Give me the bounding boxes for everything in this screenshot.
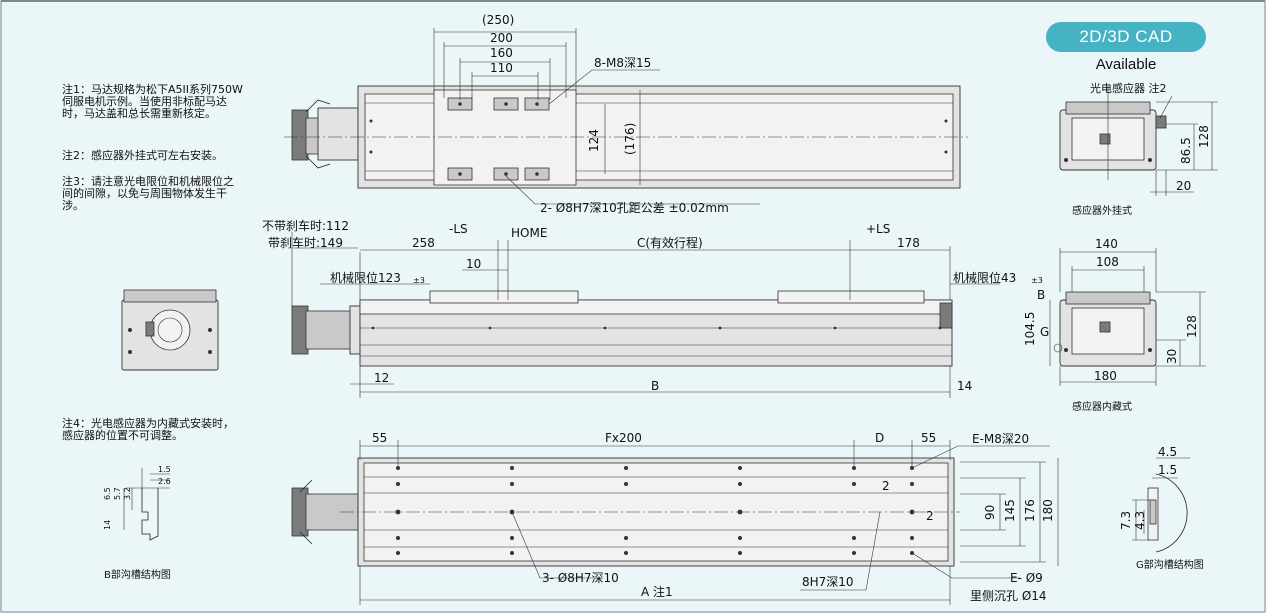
- dim-b-2-6: 2.6: [158, 477, 171, 486]
- pin-note: 2- Ø8H7深10孔距公差 ±0.02mm: [540, 201, 729, 215]
- e-m8-label: E-M8深20: [972, 432, 1029, 446]
- dim-fx200: Fx200: [605, 431, 642, 445]
- dim-10: 10: [466, 257, 481, 271]
- dim-176: 176: [1023, 499, 1037, 522]
- detail-g-caption: G部沟槽结构图: [1136, 558, 1204, 571]
- mech-limit-right: 机械限位43: [953, 270, 1016, 285]
- dim-30: 30: [1165, 349, 1179, 364]
- dim-m8: 8-M8深15: [594, 56, 651, 70]
- mech-limit-right-tol: ±3: [1031, 276, 1043, 285]
- detail-g: [1132, 457, 1190, 553]
- dim-g-4-5: 4.5: [1158, 445, 1177, 459]
- note-3: 注3：请注意光电限位和机械限位之 间的间隙，以免与周围物体发生干 涉。: [62, 175, 234, 212]
- detail-g-marker: G: [1040, 325, 1049, 339]
- dim-12: 12: [374, 371, 389, 385]
- dim-g-7-3: 7.3: [1119, 511, 1133, 530]
- dim-258: 258: [412, 236, 435, 250]
- detail-b-marker: B: [1037, 288, 1045, 302]
- inner-caption: 感应器内藏式: [1072, 400, 1132, 413]
- cad-badge[interactable]: 2D/3D CAD: [1046, 22, 1206, 52]
- end-view-inner: [1049, 248, 1206, 386]
- top-view: [284, 28, 968, 205]
- dim-b: B: [651, 379, 659, 393]
- with-brake-label: 带刹车时:149: [268, 235, 343, 250]
- dim-250: (250): [482, 13, 514, 27]
- home-label: HOME: [511, 226, 547, 240]
- cad-available-label: Available: [1095, 56, 1157, 73]
- end-view-left: [121, 289, 219, 371]
- dim-128-outer: 128: [1197, 125, 1211, 148]
- dim-90: 90: [983, 505, 997, 520]
- dim-b-3-2: 3.2: [123, 487, 132, 500]
- dim-180-inner: 180: [1094, 369, 1117, 383]
- dim-86-5: 86.5: [1179, 137, 1193, 164]
- bottom-view: [291, 440, 1059, 605]
- dim-128-inner: 128: [1185, 315, 1199, 338]
- note-4: 注4：光电感应器为内藏式安装时， 感应器的位置不可调整。: [62, 417, 234, 442]
- note-2: 注2：感应器外挂式可左右安装。: [62, 149, 223, 162]
- dim-b-6-5: 6.5: [103, 487, 112, 500]
- detail-b-caption: B部沟槽结构图: [104, 568, 171, 581]
- outer-caption: 感应器外挂式: [1072, 204, 1132, 217]
- dim-160: 160: [490, 46, 513, 60]
- note-1: 注1：马达规格为松下A5II系列750W 伺服电机示例。当使用非标配马达 时，马…: [62, 83, 243, 120]
- dim-55-left: 55: [372, 431, 387, 445]
- dim-178: 178: [897, 236, 920, 250]
- dim-2-b: 2: [926, 509, 934, 523]
- pin-note-bottom: 3- Ø8H7深10: [542, 571, 619, 585]
- dim-108: 108: [1096, 255, 1119, 269]
- dim-180: 180: [1041, 499, 1055, 522]
- dim-b-1-5: 1.5: [158, 465, 171, 474]
- dim-b-5-7: 5.7: [113, 487, 122, 500]
- mech-limit-left: 机械限位123: [330, 270, 401, 285]
- dim-d: D: [875, 431, 884, 445]
- side-view: [291, 232, 1000, 398]
- sensor-label: 光电感应器 注2: [1090, 81, 1167, 95]
- dim-20: 20: [1176, 179, 1191, 193]
- dim-g-4-3: 4.3: [1133, 511, 1147, 530]
- dim-55-right: 55: [921, 431, 936, 445]
- mech-limit-left-tol: ±3: [413, 276, 425, 285]
- dim-g-1-5: 1.5: [1158, 463, 1177, 477]
- e9-label: E- Ø9: [1010, 571, 1043, 585]
- dim-2-a: 2: [882, 479, 890, 493]
- dim-176-paren: (176): [623, 123, 637, 155]
- dim-14: 14: [957, 379, 972, 393]
- dim-110: 110: [490, 61, 513, 75]
- ls-plus-label: +LS: [866, 222, 890, 236]
- pin-note-2: 8H7深10: [802, 575, 854, 589]
- stroke-label: C(有效行程): [637, 235, 703, 250]
- detail-b: [123, 468, 170, 541]
- end-view-outer: [1059, 86, 1218, 196]
- dim-140: 140: [1095, 237, 1118, 251]
- dim-200: 200: [490, 31, 513, 45]
- dim-a: A 注1: [641, 584, 673, 599]
- dim-104-5: 104.5: [1023, 312, 1037, 346]
- dim-b-14: 14: [103, 520, 112, 530]
- dimension-labels: (250) 200 160 110 8-M8深15 124 (176) 2- Ø…: [103, 13, 1211, 603]
- dim-145: 145: [1003, 499, 1017, 522]
- ls-minus-label: -LS: [449, 222, 468, 236]
- no-brake-label: 不带刹车时:112: [262, 218, 349, 233]
- dim-124: 124: [587, 129, 601, 152]
- counterbore-label: 里侧沉孔 Ø14: [970, 589, 1047, 603]
